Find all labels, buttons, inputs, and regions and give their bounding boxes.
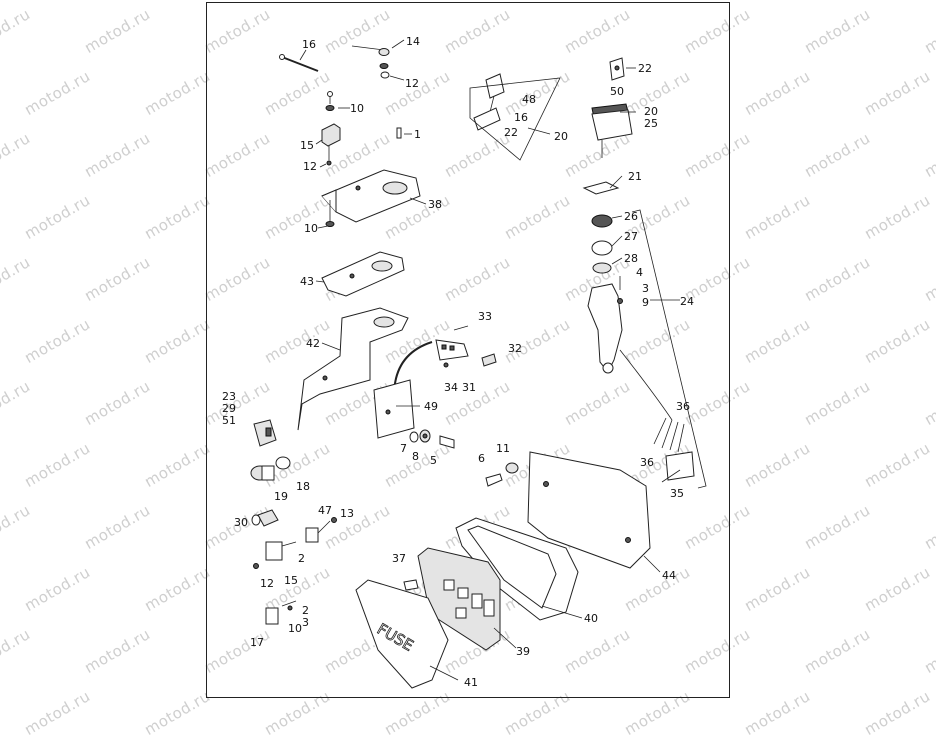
ring-part — [275, 456, 291, 470]
fuse-cover-part: FUSE — [355, 579, 449, 689]
callout-27: 27 — [624, 230, 638, 243]
callout-11: 11 — [496, 442, 510, 455]
lower-switch-part — [265, 600, 297, 625]
callout-42: 42 — [306, 337, 320, 350]
callout-22: 22 — [504, 126, 518, 139]
callout-40: 40 — [584, 612, 598, 625]
callout-48: 48 — [522, 93, 536, 106]
callout-10: 10 — [288, 622, 302, 635]
mid-bracket-part — [321, 251, 405, 297]
callout-38: 38 — [428, 198, 442, 211]
callout-20: 20 — [644, 105, 658, 118]
clip-part — [321, 123, 341, 166]
callout-20: 20 — [554, 130, 568, 143]
fuse-panel-part — [417, 547, 501, 651]
callout-34: 34 — [444, 381, 458, 394]
callout-23: 23 — [222, 390, 236, 403]
callout-43: 43 — [300, 275, 314, 288]
callout-13: 13 — [340, 507, 354, 520]
callout-12: 12 — [405, 77, 419, 90]
ignition-part — [250, 465, 275, 481]
callout-22: 22 — [638, 62, 652, 75]
callout-15: 15 — [300, 139, 314, 152]
callout-19: 19 — [274, 490, 288, 503]
callout-15: 15 — [284, 574, 298, 587]
callout-3: 3 — [642, 282, 649, 295]
callout-16: 16 — [302, 38, 316, 51]
control-module-part — [373, 379, 415, 439]
upper-bracket-part — [321, 169, 421, 227]
callout-12: 12 — [303, 160, 317, 173]
callout-28: 28 — [624, 252, 638, 265]
group-bracket-lines — [631, 209, 707, 489]
callout-7: 7 — [400, 442, 407, 455]
callout-36: 36 — [676, 400, 690, 413]
callout-10: 10 — [304, 222, 318, 235]
callout-9: 9 — [642, 296, 649, 309]
terminal-wires-part — [653, 417, 695, 481]
fuse-box-part — [455, 517, 579, 621]
callout-6: 6 — [478, 452, 485, 465]
small-switch-part — [305, 517, 337, 543]
callout-36: 36 — [640, 456, 654, 469]
callout-17: 17 — [250, 636, 264, 649]
leader-lines — [299, 39, 681, 681]
callout-16: 16 — [514, 111, 528, 124]
callout-44: 44 — [662, 569, 676, 582]
parts-diagram: FUSE 16 14 12 10 1 15 12 — [222, 35, 707, 689]
callout-31: 31 — [462, 381, 476, 394]
plate-part — [582, 181, 620, 195]
callout-12: 12 — [260, 577, 274, 590]
grommet-part — [351, 45, 390, 79]
cable-strap-part — [279, 54, 319, 72]
coil-body-part — [587, 276, 673, 421]
bolt-washer-part — [485, 462, 519, 487]
toggle-switch-part — [253, 419, 277, 447]
callout-labels: 16 14 12 10 1 15 12 38 10 43 42 33 32 34… — [222, 35, 694, 689]
callout-25: 25 — [644, 117, 658, 130]
pin-part — [396, 127, 402, 139]
callout-51: 51 — [222, 414, 236, 427]
callout-18: 18 — [296, 480, 310, 493]
mounting-plate-part — [527, 451, 651, 569]
callout-32: 32 — [508, 342, 522, 355]
callout-24: 24 — [680, 295, 694, 308]
callout-2: 2 — [302, 604, 309, 617]
coil-cap-part — [591, 103, 633, 158]
callout-37: 37 — [392, 552, 406, 565]
callout-49: 49 — [424, 400, 438, 413]
screw-washer-part — [325, 91, 335, 111]
callout-21: 21 — [628, 170, 642, 183]
callout-3: 3 — [302, 616, 309, 629]
spring-part — [591, 214, 613, 274]
callout-26: 26 — [624, 210, 638, 223]
callout-41: 41 — [464, 676, 478, 689]
switch-block-part — [253, 541, 297, 569]
top-key-part — [609, 57, 625, 81]
callout-10: 10 — [350, 102, 364, 115]
callout-33: 33 — [478, 310, 492, 323]
callout-4: 4 — [636, 266, 643, 279]
plug-part — [251, 509, 279, 527]
callout-14: 14 — [406, 35, 420, 48]
callout-1: 1 — [414, 128, 421, 141]
callout-29: 29 — [222, 402, 236, 415]
callout-2: 2 — [298, 552, 305, 565]
callout-5: 5 — [430, 454, 437, 467]
key-part — [469, 73, 561, 161]
callout-30: 30 — [234, 516, 248, 529]
callout-39: 39 — [516, 645, 530, 658]
callout-47: 47 — [318, 504, 332, 517]
lower-bracket-part — [297, 307, 409, 431]
callout-35: 35 — [670, 487, 684, 500]
callout-50: 50 — [610, 85, 624, 98]
diagram-frame — [206, 2, 730, 698]
washer-bolt-group-part — [409, 429, 455, 449]
callout-8: 8 — [412, 450, 419, 463]
